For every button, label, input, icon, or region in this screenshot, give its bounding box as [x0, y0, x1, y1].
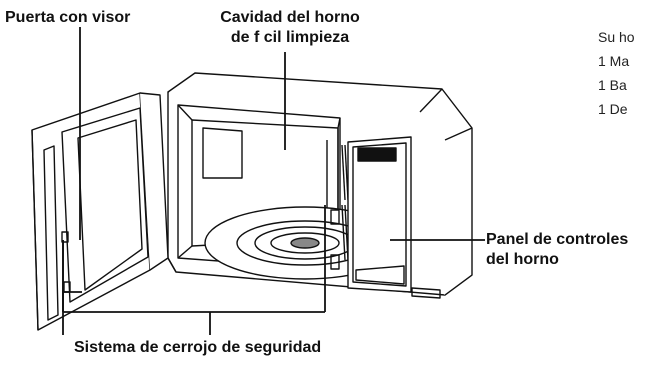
cavity-label: Cavidad del horno de f cil limpieza [215, 8, 365, 48]
latch-label: Sistema de cerrojo de seguridad [74, 339, 322, 356]
side-intro: Su ho [598, 29, 635, 45]
side-text: Su ho 1 Ma 1 Ba 1 De [598, 28, 635, 118]
cavity-label-line1: Cavidad del horno [220, 9, 360, 26]
door-shape [31, 92, 169, 331]
control-panel-shape [347, 136, 412, 293]
leader-lines [62, 27, 485, 335]
side-item: 1 Ma [598, 53, 630, 69]
side-item: 1 De [598, 101, 628, 117]
cavity-label-line2: de f cil limpieza [230, 29, 350, 46]
panel-label-line1: Panel de controles [486, 231, 629, 248]
door-label: Puerta con visor [5, 9, 131, 26]
side-item: 1 Ba [598, 77, 627, 93]
panel-label-line2: del horno [486, 251, 559, 268]
panel-label: Panel de controles del horno [486, 230, 628, 270]
